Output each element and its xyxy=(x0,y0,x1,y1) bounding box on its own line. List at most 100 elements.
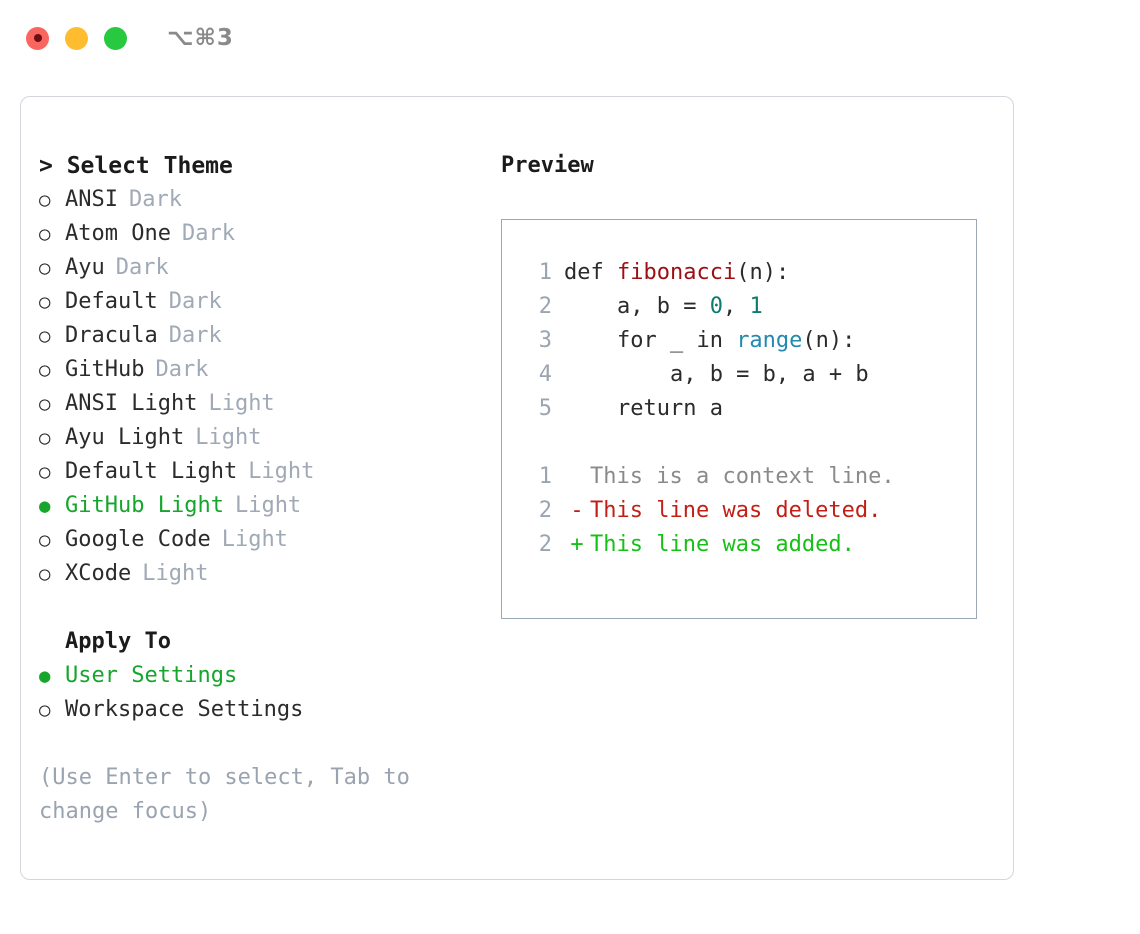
code-token-plain: a, b = xyxy=(564,294,710,319)
theme-option[interactable]: ○ XCode Light xyxy=(39,557,469,591)
diff-line-context: 1 This is a context line. xyxy=(522,460,976,494)
theme-option[interactable]: ○ Atom One Dark xyxy=(39,217,469,251)
theme-option-tag: Dark xyxy=(181,221,235,246)
code-line-text: a, b = b, a + b xyxy=(564,358,869,392)
window-shortcut-label: ⌥⌘3 xyxy=(167,25,234,51)
zoom-window-button[interactable] xyxy=(104,26,127,50)
radio-selected-icon: ● xyxy=(39,665,51,687)
diff-marker xyxy=(564,460,590,494)
theme-option[interactable]: ○ Default Dark xyxy=(39,285,469,319)
radio-unselected-icon: ○ xyxy=(39,189,51,211)
theme-option-label: Dracula xyxy=(65,323,158,348)
theme-option-tag: Dark xyxy=(168,289,222,314)
theme-option[interactable]: ● GitHub Light Light xyxy=(39,489,469,523)
radio-unselected-icon: ○ xyxy=(39,529,51,551)
code-token-number: 0 xyxy=(709,294,723,319)
apply-to-option-label: Workspace Settings xyxy=(65,697,304,722)
select-theme-heading: > Select Theme xyxy=(39,153,233,179)
theme-option-label: Ayu Light xyxy=(65,425,185,450)
code-token-func: fibonacci xyxy=(616,260,737,285)
code-line-text: for _ in range(n): xyxy=(564,324,855,358)
diff-line-number: 1 xyxy=(538,464,552,489)
code-line-number: 3 xyxy=(538,328,552,353)
apply-to-list[interactable]: ●User Settings ○ Workspace Settings xyxy=(39,659,469,727)
close-window-button[interactable] xyxy=(26,26,49,50)
preview-heading: Preview xyxy=(501,153,594,178)
code-line-number: 1 xyxy=(538,260,552,285)
radio-unselected-icon: ○ xyxy=(39,699,51,721)
theme-option[interactable]: ○ GitHub Dark xyxy=(39,353,469,387)
diff-line-number: 2 xyxy=(538,532,552,557)
diff-line-text: This line was deleted. xyxy=(590,498,882,523)
code-line: 1 def fibonacci(n): xyxy=(522,256,976,290)
theme-option-tag: Dark xyxy=(115,255,169,280)
theme-option-tag: Light xyxy=(208,391,275,416)
radio-unselected-icon: ○ xyxy=(39,291,51,313)
apply-to-heading: Apply To xyxy=(65,629,171,654)
title-bar: ⌥⌘3 xyxy=(0,0,1140,76)
radio-selected-icon: ● xyxy=(39,495,51,517)
theme-option-tag: Light xyxy=(248,459,315,484)
code-line: 4 a, b = b, a + b xyxy=(522,358,976,392)
minimize-window-button[interactable] xyxy=(65,26,88,50)
radio-unselected-icon: ○ xyxy=(39,393,51,415)
theme-option-tag: Dark xyxy=(155,357,209,382)
theme-option[interactable]: ○ ANSI Light Light xyxy=(39,387,469,421)
theme-option-tag: Dark xyxy=(128,187,182,212)
theme-option-label: Ayu xyxy=(65,255,105,280)
code-line-number: 2 xyxy=(538,294,552,319)
theme-option-label: ANSI Light xyxy=(65,391,198,416)
diff-marker: - xyxy=(570,498,584,523)
radio-unselected-icon: ○ xyxy=(39,563,51,585)
code-token-plain: for _ in xyxy=(564,328,737,353)
diff-line-add: 2 +This line was added. xyxy=(522,528,976,562)
theme-option-label: Default xyxy=(65,289,158,314)
theme-option-label: XCode xyxy=(65,561,132,586)
theme-option[interactable]: ○ Ayu Dark xyxy=(39,251,469,285)
theme-option-label: Google Code xyxy=(65,527,211,552)
code-line: 2 a, b = 0, 1 xyxy=(522,290,976,324)
theme-option-tag: Light xyxy=(221,527,288,552)
diff-marker: + xyxy=(570,532,584,557)
code-line-number: 4 xyxy=(538,362,552,387)
radio-unselected-icon: ○ xyxy=(39,257,51,279)
code-line: 5 return a xyxy=(522,392,976,426)
theme-option[interactable]: ○ Default Light Light xyxy=(39,455,469,489)
radio-unselected-icon: ○ xyxy=(39,359,51,381)
apply-to-option[interactable]: ●User Settings xyxy=(39,659,469,693)
theme-option-label: Default Light xyxy=(65,459,238,484)
diff-line-number: 2 xyxy=(538,498,552,523)
radio-unselected-icon: ○ xyxy=(39,223,51,245)
radio-unselected-icon: ○ xyxy=(39,427,51,449)
theme-option-tag: Light xyxy=(234,493,302,518)
diff-sample: 1 This is a context line. 2-This line was… xyxy=(522,460,976,562)
code-line-text: a, b = 0, 1 xyxy=(564,290,763,324)
radio-unselected-icon: ○ xyxy=(39,325,51,347)
code-token-number: 1 xyxy=(749,294,763,319)
diff-line-text: This line was added. xyxy=(590,532,855,557)
theme-option[interactable]: ○ Google Code Light xyxy=(39,523,469,557)
theme-option-tag: Light xyxy=(142,561,209,586)
code-line-text: def fibonacci(n): xyxy=(564,256,789,290)
radio-unselected-icon: ○ xyxy=(39,461,51,483)
keyboard-hint-text: (Use Enter to select, Tab to change focu… xyxy=(39,765,410,824)
traffic-light-group xyxy=(26,26,127,50)
theme-option-label: GitHub xyxy=(65,357,145,382)
theme-option-label: GitHub Light xyxy=(65,493,224,518)
apply-to-section: Apply To ●User Settings ○ Workspace Settin… xyxy=(39,625,469,727)
theme-option-label: Atom One xyxy=(65,221,171,246)
apply-to-option[interactable]: ○ Workspace Settings xyxy=(39,693,469,727)
code-line-text: return a xyxy=(564,392,723,426)
code-token-plain: (n): xyxy=(802,328,856,353)
code-line-number: 5 xyxy=(538,396,552,421)
